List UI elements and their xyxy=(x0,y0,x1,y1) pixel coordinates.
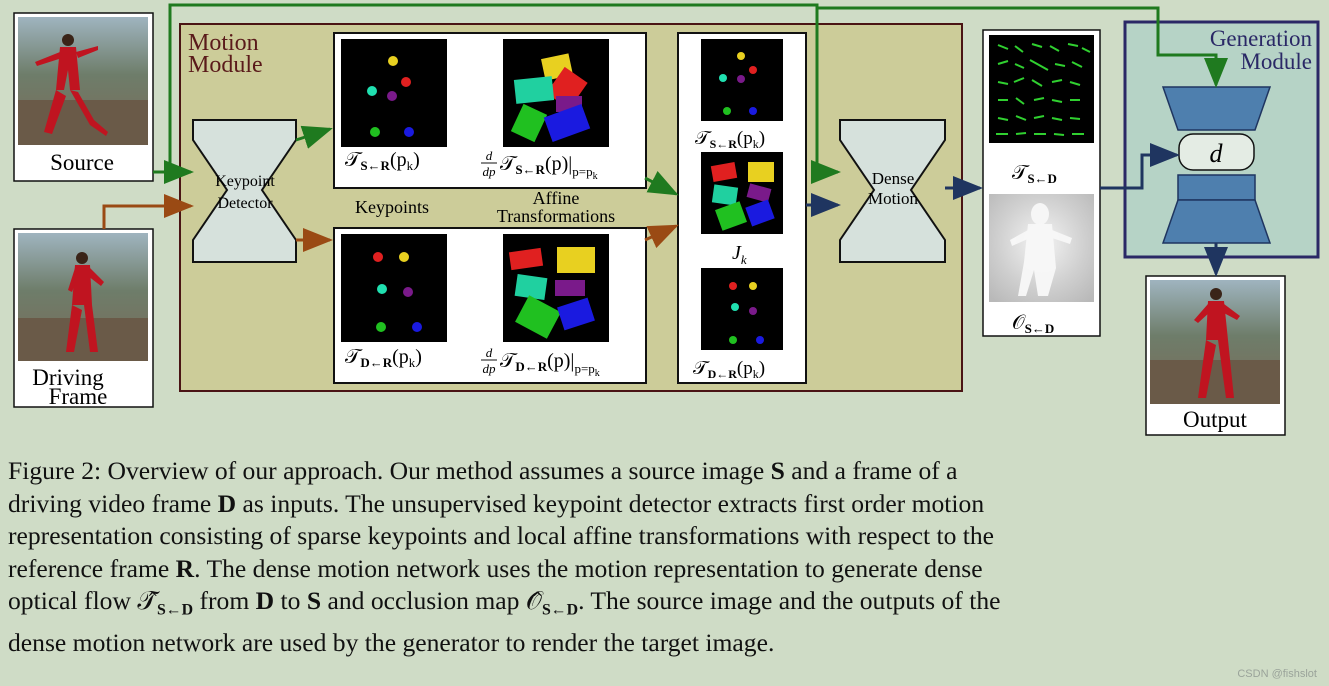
source-arrows xyxy=(153,3,1228,196)
output-person-icon xyxy=(1194,288,1240,398)
source-motion-panel: 𝒯S←R(pk) d dp 𝒯S←R(p)|p=pk xyxy=(333,32,647,189)
keypoints-label: Keypoints xyxy=(355,197,429,217)
motion-module-title-2: Module xyxy=(188,52,263,78)
caption-line-2: driving video frame D as inputs. The uns… xyxy=(8,488,985,518)
svg-text:𝒯D←R(p)|p=pk: 𝒯D←R(p)|p=pk xyxy=(500,350,600,379)
caption-line-6: dense motion network are used by the gen… xyxy=(8,628,775,658)
figure-caption: Figure 2: Overview of our approach. Our … xyxy=(8,455,1324,660)
architecture-diagram: Motion Module Generation Module Source xyxy=(13,3,1320,436)
jacobian-grids xyxy=(710,162,775,231)
driving-frame-panel: Driving Frame xyxy=(13,228,154,409)
source-affine-grids xyxy=(510,53,591,143)
watermark: CSDN @fishslot xyxy=(1237,668,1317,680)
driving-arrows xyxy=(102,194,679,252)
output-image-panel: Output xyxy=(1145,275,1286,436)
caption-line-4: reference frame R. The dense motion netw… xyxy=(8,553,983,583)
composition-column: 𝒯S←R(pk) Jk 𝒯D←R(pk) xyxy=(677,32,807,384)
bottom-keypoints-image xyxy=(701,268,783,350)
jacobian-label: Jk xyxy=(732,242,747,267)
driving-label-2: Frame xyxy=(49,384,108,409)
keypoint-detector: Keypoint Detector xyxy=(192,119,297,263)
driving-person-icon xyxy=(66,252,104,352)
svg-text:Motion: Motion xyxy=(868,189,919,208)
source-label: Source xyxy=(50,150,114,175)
caption-line-5: optical flow 𝒯̂S←D from D to S and occlu… xyxy=(8,586,1001,619)
svg-text:𝒯S←R(p)|p=pk: 𝒯S←R(p)|p=pk xyxy=(500,153,598,182)
optical-flow-image xyxy=(989,35,1094,143)
affine-label-1: Affine xyxy=(533,188,580,208)
source-person-icon xyxy=(35,34,108,136)
generation-module-title: Generation xyxy=(1210,26,1313,51)
affine-label-2: Transformations xyxy=(497,206,615,226)
dense-motion-block: Dense Motion xyxy=(839,119,946,263)
svg-text:𝒯S←R(pk): 𝒯S←R(pk) xyxy=(695,128,765,151)
svg-text:𝒯D←R(pk): 𝒯D←R(pk) xyxy=(345,346,422,370)
svg-text:d: d xyxy=(486,148,493,163)
svg-text:dp: dp xyxy=(483,361,497,376)
svg-text:dp: dp xyxy=(483,164,497,179)
generation-module-title-2: Module xyxy=(1240,49,1312,74)
driving-keypoints-image xyxy=(341,234,447,342)
driving-label-1: Driving xyxy=(32,365,104,390)
svg-text:𝒪S←D: 𝒪S←D xyxy=(1012,312,1054,336)
svg-text:𝒯S←D: 𝒯S←D xyxy=(1012,162,1057,186)
caption-line-1: Figure 2: Overview of our approach. Our … xyxy=(8,456,958,485)
source-image-panel: Source xyxy=(13,12,154,182)
svg-text:d: d xyxy=(1210,139,1224,168)
caption-line-3: representation consisting of sparse keyp… xyxy=(8,521,995,550)
occlusion-silhouette xyxy=(1010,203,1072,296)
dense-arrows xyxy=(806,143,1228,277)
generator-network: d xyxy=(1161,86,1272,244)
svg-text:Keypoint: Keypoint xyxy=(215,173,275,190)
flow-arrows xyxy=(996,43,1091,136)
motion-module-title: Motion xyxy=(188,30,259,56)
svg-text:d: d xyxy=(486,345,493,360)
output-label: Output xyxy=(1183,407,1248,432)
svg-text:𝒯S←R(pk): 𝒯S←R(pk) xyxy=(345,149,420,173)
svg-text:Detector: Detector xyxy=(217,195,273,212)
driving-affine-grids xyxy=(508,247,595,339)
driving-motion-panel: 𝒯D←R(pk) d dp 𝒯D←R(p)|p=pk xyxy=(333,227,647,384)
svg-text:Dense: Dense xyxy=(872,169,914,188)
svg-text:𝒯D←R(pk): 𝒯D←R(pk) xyxy=(693,358,765,381)
flow-occlusion-panel: 𝒯S←D 𝒪S←D xyxy=(982,29,1101,337)
